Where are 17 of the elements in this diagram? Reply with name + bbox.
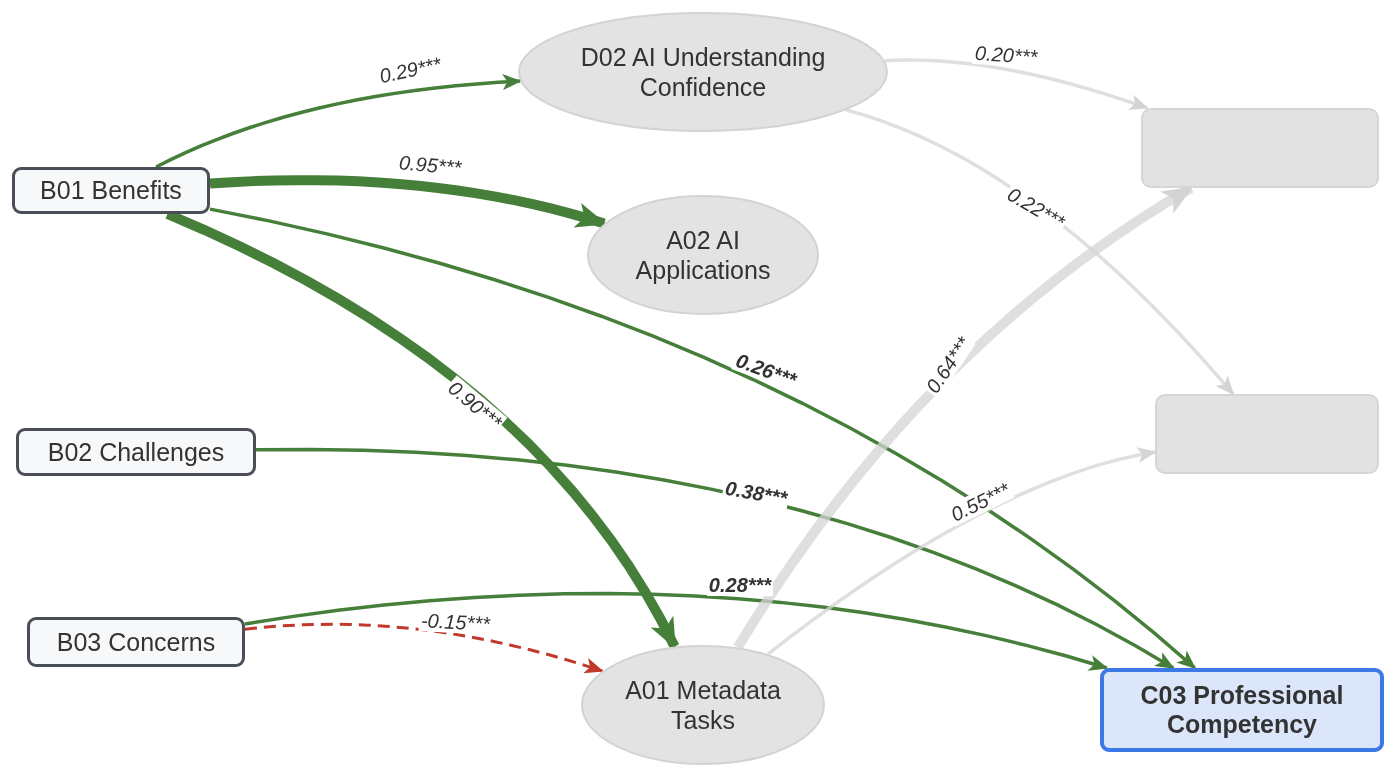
- construct-label: A02 AI Applications: [634, 225, 772, 285]
- construct-label: D02 AI Understanding Confidence: [579, 42, 827, 102]
- empty-box: [1141, 108, 1379, 188]
- variable-box: B02 Challenges: [16, 428, 256, 476]
- variable-box: B01 Benefits: [12, 167, 210, 214]
- path-arrow: [155, 74, 522, 169]
- path-arrow: [884, 58, 1149, 110]
- empty-box: [1155, 394, 1379, 474]
- path-arrow: [256, 447, 1175, 670]
- path-arrow: [209, 175, 607, 229]
- construct-label: A01 Metadata Tasks: [624, 675, 782, 735]
- path-arrow: [244, 591, 1109, 671]
- path-arrow: [766, 447, 1157, 656]
- outcome-box: C03 Professional Competency: [1100, 668, 1384, 752]
- dashed-path-arrow: [244, 622, 604, 674]
- path-arrow: [209, 207, 1197, 670]
- variable-box: B03 Concerns: [27, 617, 245, 667]
